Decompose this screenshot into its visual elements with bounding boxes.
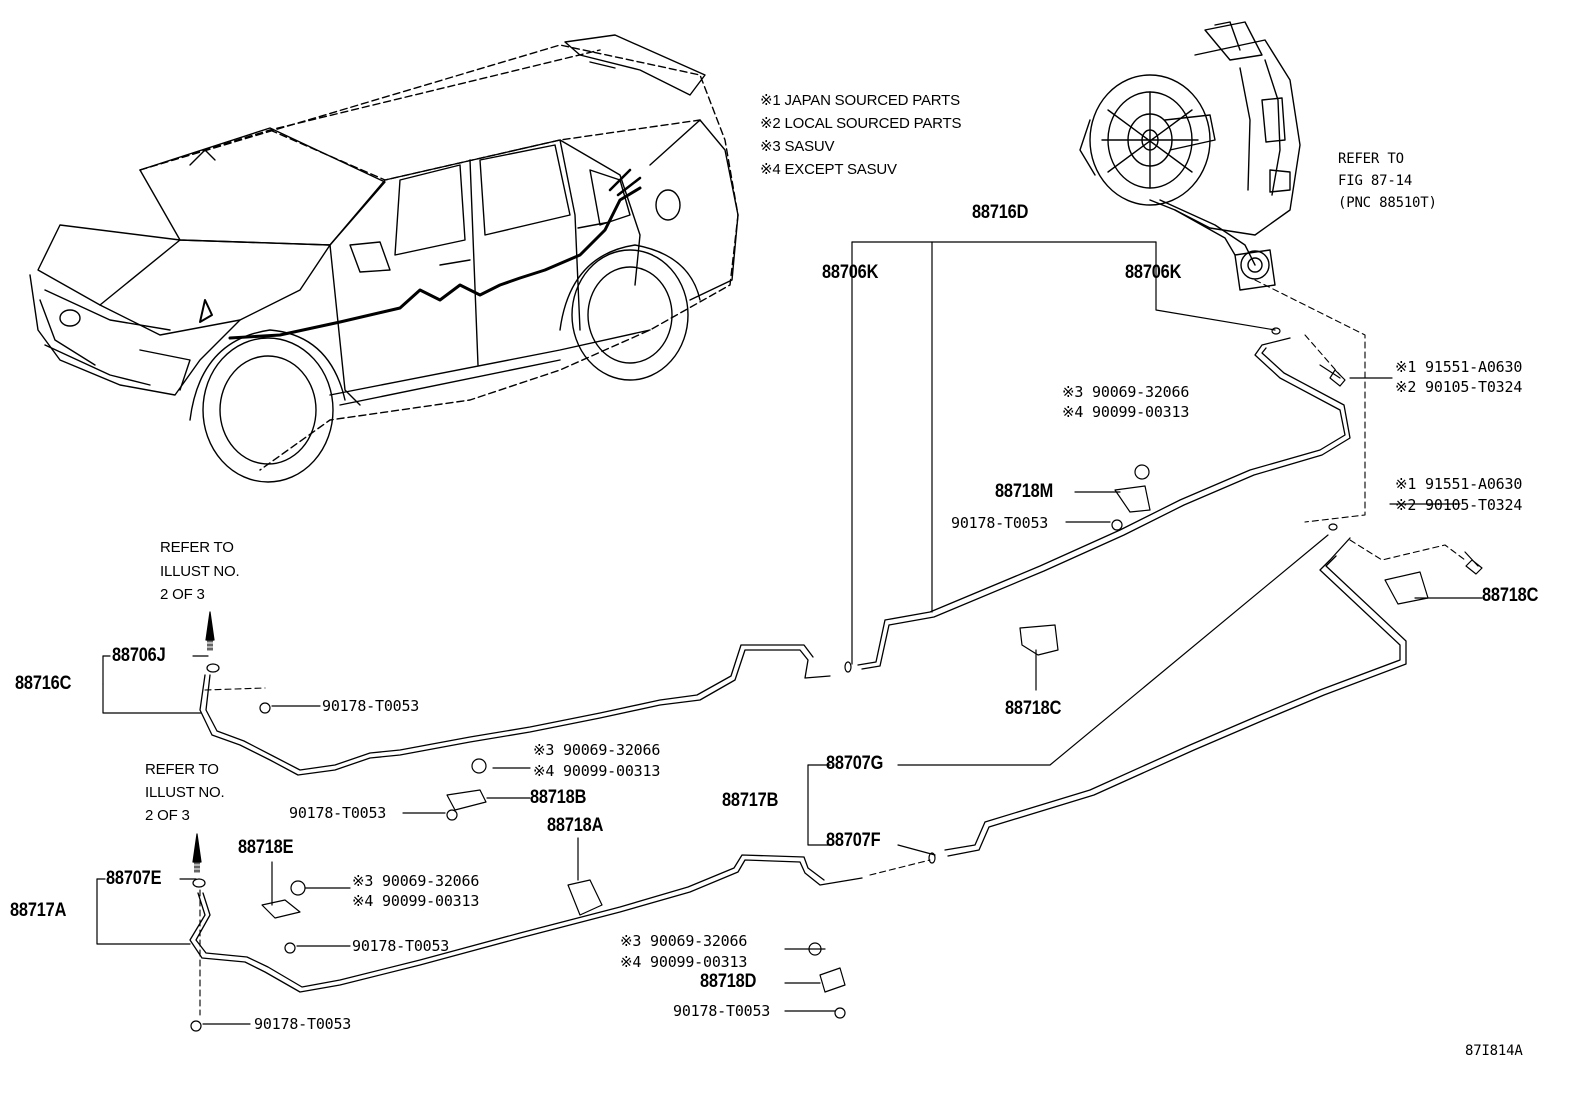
callout-clamp: 90178-T0053	[254, 1015, 352, 1033]
callout-clamp: 90178-T0053	[951, 514, 1049, 532]
part-label-88718C: 88718C	[1005, 698, 1062, 719]
bracket-icon	[819, 967, 846, 993]
clip-icon	[808, 942, 822, 956]
vehicle-illustration	[29, 34, 739, 483]
o-ring-icon	[928, 852, 936, 864]
part-label-88717B: 88717B	[722, 790, 779, 811]
bolt-icon	[1319, 364, 1346, 387]
clamp-icon	[1111, 519, 1123, 531]
legend-item: ※3 SASUV	[760, 138, 835, 155]
refer-fig-line: REFER TO	[1338, 151, 1404, 167]
part-label-88718B: 88718B	[530, 787, 587, 808]
callout-bolt-jp: ※1 91551-A0630	[1395, 358, 1523, 376]
refer-illust-line: ILLUST NO.	[145, 784, 225, 801]
callout-bolt-local: ※2 90105-T0324	[1395, 378, 1523, 396]
part-label-88718A: 88718A	[547, 815, 604, 836]
clip-icon	[471, 758, 487, 774]
callout-clip-except: ※4 90099-00313	[620, 953, 748, 971]
bracket-icon	[1384, 571, 1429, 605]
part-label-88718C: 88718C	[1482, 585, 1539, 606]
clip-icon	[290, 880, 306, 896]
callout-clip-sasuv: ※3 90069-32066	[620, 932, 748, 950]
clip-icon	[1134, 464, 1150, 480]
legend-item: ※1 JAPAN SOURCED PARTS	[760, 92, 960, 109]
arrow-up-icon	[192, 833, 202, 863]
part-label-88707F: 88707F	[826, 830, 881, 851]
legend-item: ※4 EXCEPT SASUV	[760, 161, 897, 178]
clamp-icon	[259, 702, 271, 714]
callout-clip-sasuv: ※3 90069-32066	[1062, 383, 1190, 401]
legend-item: ※2 LOCAL SOURCED PARTS	[760, 115, 962, 132]
part-label-88707G: 88707G	[826, 753, 884, 774]
part-label-88718D: 88718D	[700, 971, 757, 992]
bracket-icon	[567, 879, 603, 916]
part-label-88716C: 88716C	[15, 673, 72, 694]
refer-illust-line: 2 OF 3	[145, 807, 190, 824]
callout-clamp: 90178-T0053	[289, 804, 387, 822]
dashed-mount-lines	[199, 279, 1466, 1016]
callout-clip-sasuv: ※3 90069-32066	[533, 741, 661, 759]
callout-clip-sasuv: ※3 90069-32066	[352, 872, 480, 890]
refer-illust-line: ILLUST NO.	[160, 563, 240, 580]
part-label-88706K: 88706K	[822, 262, 879, 283]
callout-clip-except: ※4 90099-00313	[1062, 403, 1190, 421]
o-ring-icon	[844, 661, 852, 673]
callout-bolt-jp: ※1 91551-A0630	[1395, 475, 1523, 493]
part-label-88718M: 88718M	[995, 481, 1054, 502]
callout-clamp: 90178-T0053	[673, 1002, 771, 1020]
callout-bolt-local: ※2 90105-T0324	[1395, 496, 1523, 514]
clamp-icon	[834, 1007, 846, 1019]
clamp-icon	[284, 942, 296, 954]
part-label-88718E: 88718E	[238, 837, 294, 858]
part-label-88716D: 88716D	[972, 202, 1029, 223]
o-ring-icon	[1271, 327, 1281, 335]
callout-clip-except: ※4 90099-00313	[352, 892, 480, 910]
figure-id: 87I814A	[1465, 1043, 1523, 1059]
rear-cooler-unit	[1079, 21, 1301, 291]
hardware-parts	[190, 327, 1483, 1032]
cooler-pipes	[189, 337, 1407, 993]
bracket-icon	[261, 899, 301, 919]
bracket-icon	[1114, 485, 1151, 513]
refer-fig-line: FIG 87-14	[1338, 173, 1413, 189]
o-ring-icon	[206, 663, 220, 673]
bracket-icon	[446, 789, 487, 811]
refer-illust-line: REFER TO	[160, 539, 234, 556]
part-label-88706K: 88706K	[1125, 262, 1182, 283]
o-ring-icon	[192, 878, 206, 888]
callout-clamp: 90178-T0053	[322, 697, 420, 715]
bolt-icon	[1464, 551, 1483, 575]
refer-illust-line: REFER TO	[145, 761, 219, 778]
refer-illust-line: 2 OF 3	[160, 586, 205, 603]
callout-clamp: 90178-T0053	[352, 937, 450, 955]
part-label-88706J: 88706J	[112, 645, 166, 666]
part-label-88707E: 88707E	[106, 868, 162, 889]
clamp-icon	[446, 809, 458, 821]
callout-clip-except: ※4 90099-00313	[533, 762, 661, 780]
arrow-up-icon	[205, 611, 215, 641]
bracket-icon	[1019, 624, 1059, 656]
part-label-88717A: 88717A	[10, 900, 67, 921]
leader-lines	[96, 241, 1483, 1025]
clamp-icon	[190, 1020, 202, 1032]
refer-fig-line: (PNC 88510T)	[1338, 195, 1437, 211]
o-ring-icon	[1328, 523, 1338, 531]
